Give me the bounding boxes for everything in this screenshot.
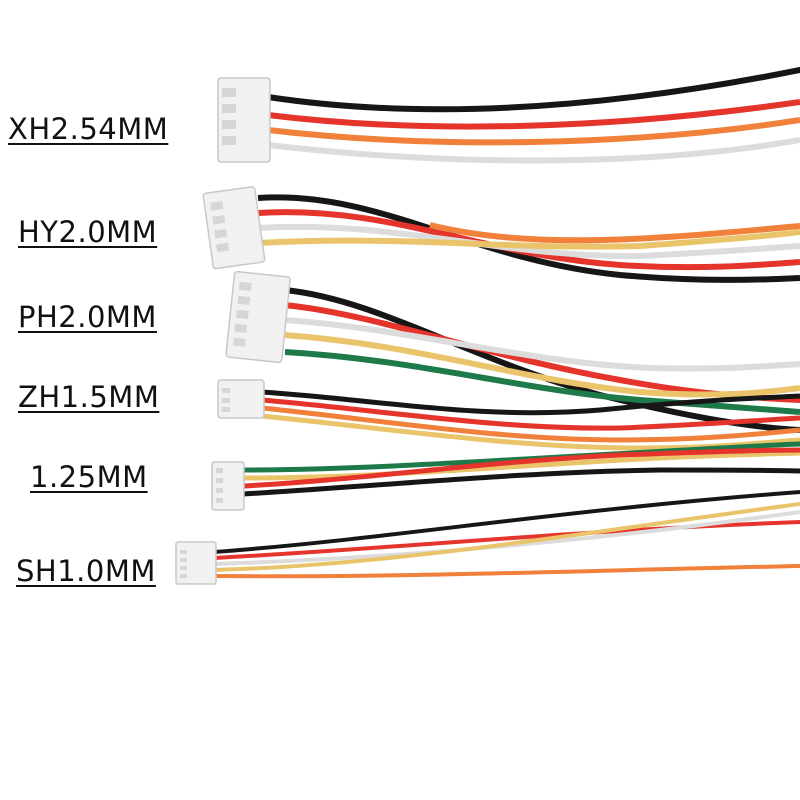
hy-wire-orange xyxy=(429,222,800,244)
p125-wire-black xyxy=(242,467,800,497)
p125-connector xyxy=(211,461,245,511)
xh-wire-black xyxy=(265,67,800,113)
sh-wire-yellow xyxy=(213,502,800,572)
zh-connector xyxy=(217,379,265,419)
ph-wire-green xyxy=(284,349,800,415)
ph-wire-black xyxy=(284,287,800,433)
xh-connector xyxy=(217,77,271,163)
xh-wire-red xyxy=(267,99,800,130)
p125-wire-red xyxy=(242,447,800,489)
hy-wire-red xyxy=(257,209,800,271)
zh-wire-yellow xyxy=(261,413,800,451)
hy-wire-black xyxy=(257,194,800,283)
zh-wire-red xyxy=(261,397,800,431)
label-sh1-0mm: SH1.0MM xyxy=(16,554,156,588)
label-zh1-5mm: ZH1.5MM xyxy=(18,380,160,414)
label-1-25mm: 1.25MM xyxy=(30,460,148,494)
ph-wire-yellow xyxy=(284,332,800,398)
zh-wire-orange xyxy=(261,405,800,443)
sh-connector xyxy=(175,541,217,585)
ph-connector xyxy=(225,270,291,364)
hy-connector xyxy=(202,186,266,270)
hy-wire-white xyxy=(257,223,800,260)
xh-wire-orange xyxy=(267,117,800,146)
sh-wire-black xyxy=(213,490,800,554)
connectors xyxy=(175,77,291,585)
zh-wire-black xyxy=(261,389,800,416)
xh-wire-white xyxy=(267,137,800,164)
hy-wire-yellow xyxy=(257,229,800,250)
wires xyxy=(213,67,800,579)
ph-wire-white xyxy=(284,317,800,372)
label-ph2-0mm: PH2.0MM xyxy=(18,300,157,334)
sh-wire-orange xyxy=(213,564,800,579)
label-hy2-0mm: HY2.0MM xyxy=(18,215,158,249)
sh-wire-red xyxy=(213,520,800,560)
label-xh2-54mm: XH2.54MM xyxy=(8,112,169,146)
